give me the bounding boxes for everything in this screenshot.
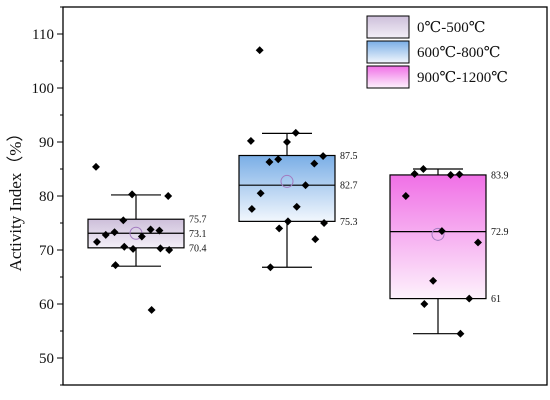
stat-label-q1: 75.3 xyxy=(340,217,358,228)
y-tick-label: 60 xyxy=(39,297,54,313)
y-tick-label: 110 xyxy=(32,27,54,43)
y-axis-label: Activity Index（%） xyxy=(6,125,25,272)
data-point xyxy=(420,300,429,308)
stat-label-median: 72.9 xyxy=(491,227,509,238)
data-point xyxy=(265,158,274,166)
data-point xyxy=(156,244,165,253)
legend-swatch xyxy=(366,15,410,39)
stat-label-q3: 83.9 xyxy=(491,170,509,181)
stat-label-median: 73.1 xyxy=(189,229,207,240)
data-point xyxy=(165,246,174,254)
data-point xyxy=(284,217,292,226)
legend: 0℃-500℃ 600℃-800℃ 900℃-1200℃ xyxy=(366,15,508,89)
legend-swatch xyxy=(366,65,410,89)
data-point xyxy=(301,181,310,190)
data-point xyxy=(429,276,438,285)
legend-label: 900℃-1200℃ xyxy=(417,70,508,86)
data-point xyxy=(256,189,265,198)
data-point xyxy=(128,190,137,199)
data-point xyxy=(456,329,465,338)
y-tick-label: 100 xyxy=(32,81,55,97)
data-point xyxy=(283,138,291,146)
data-point xyxy=(155,226,164,235)
mean-marker xyxy=(431,227,445,241)
stat-label-q1: 61 xyxy=(491,294,501,305)
data-point xyxy=(474,238,482,247)
data-point xyxy=(247,205,256,213)
data-point xyxy=(311,235,320,244)
y-axis: 50 60 70 80 90 100 110 xyxy=(32,6,63,386)
data-point xyxy=(111,261,120,270)
data-point xyxy=(410,169,419,178)
data-point xyxy=(274,155,283,164)
box-group: 75.7 73.1 70.4 87.5 82.7 75.3 83.9 72.9 61 xyxy=(87,46,509,338)
data-point xyxy=(419,165,428,173)
data-point xyxy=(320,219,329,227)
data-point xyxy=(455,170,464,179)
data-point xyxy=(129,244,138,253)
data-point xyxy=(465,294,474,303)
y-tick-label: 80 xyxy=(39,189,54,205)
data-point xyxy=(146,225,155,234)
legend-label: 600℃-800℃ xyxy=(417,45,501,61)
data-point xyxy=(401,192,410,200)
box-series: 87.5 82.7 75.3 xyxy=(238,46,358,272)
data-point xyxy=(310,159,319,168)
box-series: 83.9 72.9 61 xyxy=(389,165,509,338)
data-point xyxy=(266,263,275,272)
data-point xyxy=(437,227,446,236)
data-point xyxy=(246,136,255,145)
data-point xyxy=(120,242,129,251)
stat-label-q1: 70.4 xyxy=(189,243,207,254)
data-point xyxy=(92,162,100,171)
stat-label-median: 82.7 xyxy=(340,181,358,192)
data-point xyxy=(147,305,156,314)
data-point xyxy=(93,237,101,246)
mean-marker xyxy=(280,174,294,188)
y-tick-label: 50 xyxy=(39,351,54,367)
data-point xyxy=(291,128,300,137)
stat-label-q3: 87.5 xyxy=(340,151,358,162)
data-point xyxy=(275,224,284,233)
data-point xyxy=(255,46,264,55)
data-point xyxy=(446,170,455,179)
legend-swatch xyxy=(366,40,410,64)
data-point xyxy=(292,202,301,211)
y-tick-label: 70 xyxy=(39,243,54,259)
data-point xyxy=(164,192,173,200)
iqr-box xyxy=(238,154,336,222)
legend-label: 0℃-500℃ xyxy=(417,20,486,36)
y-tick-label: 90 xyxy=(39,135,54,151)
data-point xyxy=(137,232,146,241)
box-series: 75.7 73.1 70.4 xyxy=(87,162,207,314)
data-point xyxy=(110,228,119,237)
stat-label-q3: 75.7 xyxy=(189,215,207,226)
